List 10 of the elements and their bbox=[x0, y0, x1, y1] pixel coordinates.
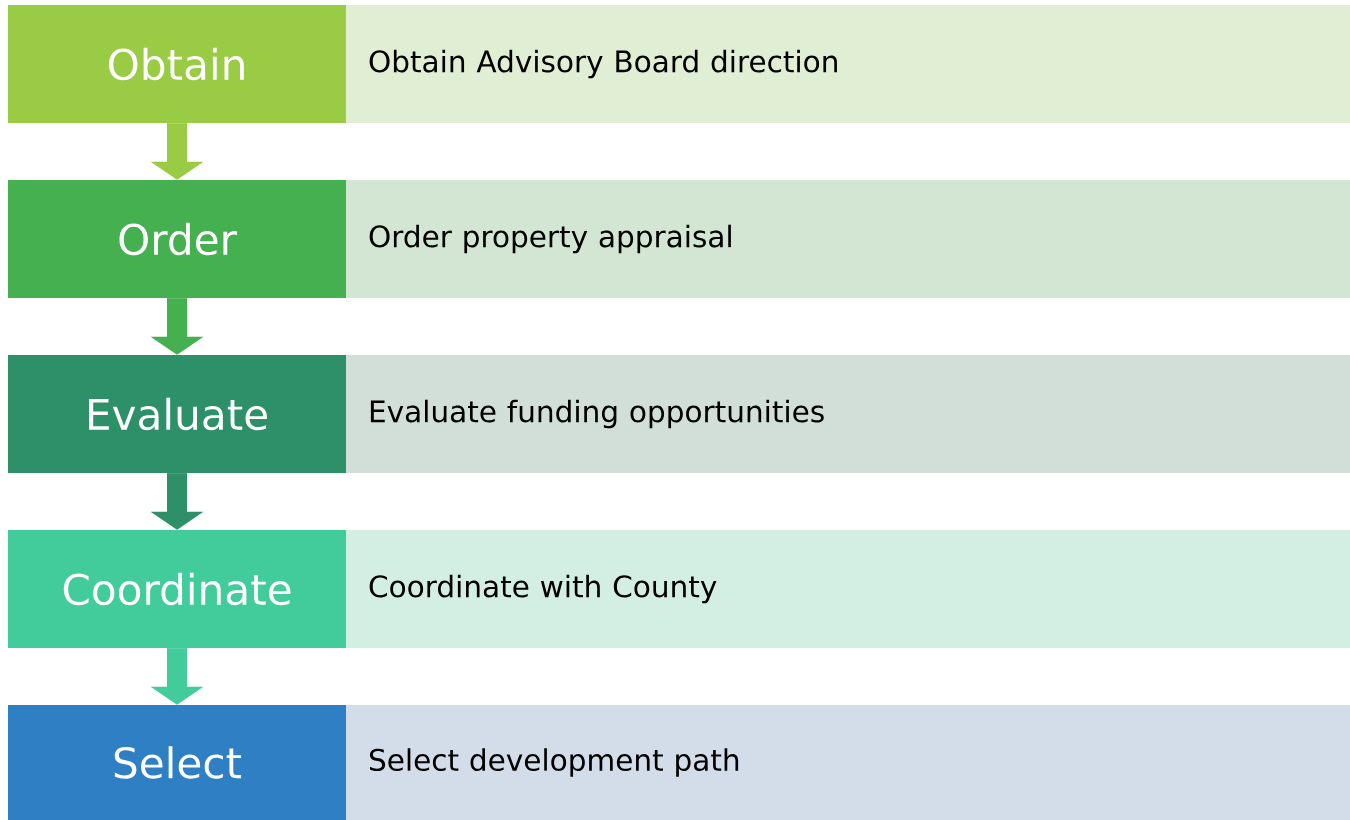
step-box: Select bbox=[8, 705, 346, 820]
step-box: Coordinate bbox=[8, 530, 346, 648]
description-box: Select development path bbox=[346, 705, 1350, 820]
description-box: Coordinate with County bbox=[346, 530, 1350, 648]
description-box: Order property appraisal bbox=[346, 180, 1350, 298]
description-box: Obtain Advisory Board direction bbox=[346, 5, 1350, 123]
description-box: Evaluate funding opportunities bbox=[346, 355, 1350, 473]
step-box: Order bbox=[8, 180, 346, 298]
step-box: Obtain bbox=[8, 5, 346, 123]
step-box: Evaluate bbox=[8, 355, 346, 473]
